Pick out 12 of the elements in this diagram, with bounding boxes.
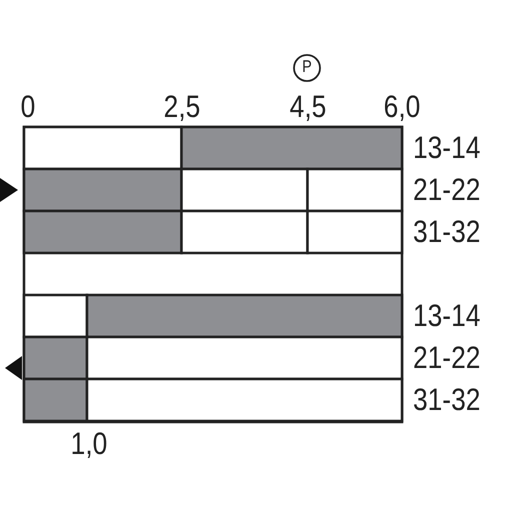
contact-label: 31-32 <box>413 384 480 415</box>
travel-value: 1,0 <box>70 428 108 459</box>
contact-label: 13-14 <box>413 132 480 163</box>
contact-label: 13-14 <box>413 300 480 331</box>
contact-label: 21-22 <box>413 174 480 205</box>
travel-value: 2,5 <box>163 91 200 122</box>
travel-value: 6,0 <box>384 91 420 122</box>
contact-label: 31-32 <box>413 216 480 247</box>
contact-label: 21-22 <box>413 342 480 373</box>
position-marker: P <box>302 58 312 75</box>
travel-value: 4,5 <box>289 91 326 122</box>
travel-value: 0 <box>20 91 36 122</box>
